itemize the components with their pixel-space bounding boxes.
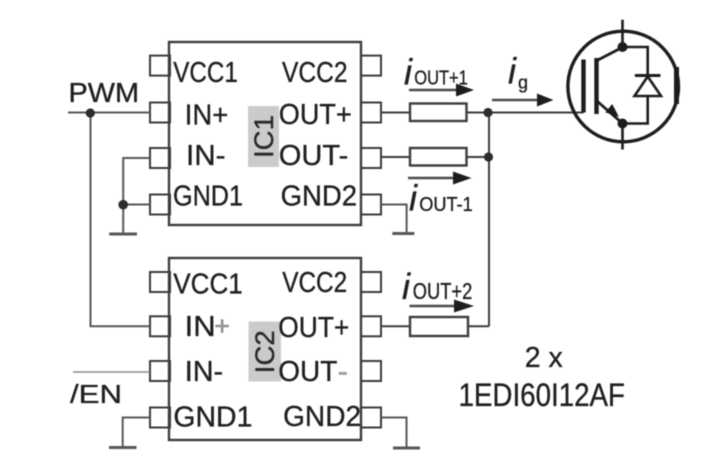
svg-text:i: i: [404, 51, 413, 92]
svg-text:VCC1: VCC1: [173, 57, 238, 89]
svg-text:OUT+1: OUT+1: [414, 67, 468, 89]
svg-text:GND2: GND2: [281, 181, 358, 213]
svg-text:IC1: IC1: [249, 115, 279, 158]
svg-text:OUT-: OUT-: [279, 140, 349, 172]
svg-text:2 x: 2 x: [525, 342, 563, 374]
svg-text:OUT-1: OUT-1: [419, 194, 473, 216]
svg-text:IN-: IN-: [186, 140, 226, 172]
svg-text:-: -: [338, 356, 348, 388]
svg-text:1EDI60I12AF: 1EDI60I12AF: [459, 377, 626, 413]
svg-text:GND2: GND2: [283, 401, 361, 433]
svg-text:VCC1: VCC1: [173, 268, 243, 300]
svg-text:VCC2: VCC2: [282, 57, 348, 89]
svg-text:IN: IN: [185, 311, 216, 343]
svg-text:PWM: PWM: [69, 77, 140, 108]
svg-text:i: i: [402, 266, 411, 307]
svg-text:+: +: [215, 311, 230, 341]
svg-text:/EN: /EN: [70, 379, 122, 409]
svg-text:IN-: IN-: [185, 356, 224, 388]
svg-text:OUT+: OUT+: [278, 312, 349, 344]
svg-text:OUT: OUT: [278, 356, 337, 388]
svg-text:GND1: GND1: [173, 181, 243, 213]
svg-text:OUT+: OUT+: [279, 99, 352, 131]
svg-text:IN+: IN+: [185, 99, 229, 131]
svg-text:i: i: [409, 178, 418, 219]
svg-text:g: g: [518, 73, 528, 93]
svg-text:VCC2: VCC2: [282, 267, 347, 299]
svg-text:GND1: GND1: [173, 402, 252, 434]
svg-text:OUT+2: OUT+2: [413, 278, 473, 304]
svg-text:IC2: IC2: [250, 330, 280, 373]
svg-text:i: i: [508, 51, 517, 92]
